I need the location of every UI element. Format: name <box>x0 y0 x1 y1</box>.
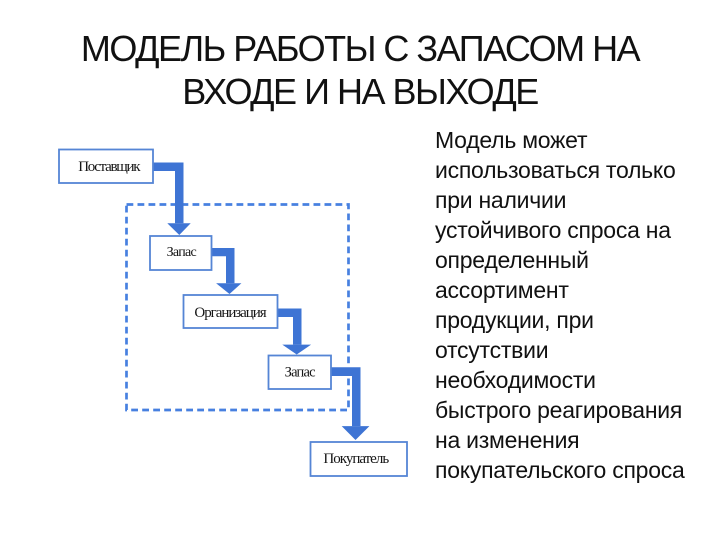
svg-text:Поставщик: Поставщик <box>78 159 141 175</box>
svg-text:Организация: Организация <box>194 305 266 321</box>
svg-text:Запас: Запас <box>285 365 316 381</box>
svg-text:Запас: Запас <box>167 245 197 260</box>
svg-text:Покупатель: Покупатель <box>323 451 389 467</box>
